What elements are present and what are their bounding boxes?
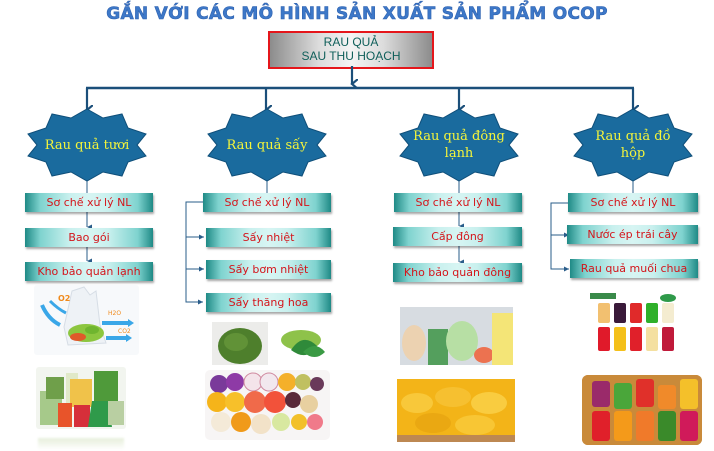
step-frozen-storage: Kho bảo quản đông xyxy=(393,263,522,282)
image-frozen-vegetables-bags xyxy=(400,307,513,365)
category-frozen-produce: Rau quả đông lạnh xyxy=(397,108,521,182)
h2o-label: H2O xyxy=(108,310,121,317)
root-label-line1: RAU QUẢ xyxy=(323,35,379,49)
step-heat-drying: Sấy nhiệt xyxy=(206,228,331,247)
starburst-shape-icon xyxy=(207,108,327,182)
category-fresh-produce: Rau quả tươi xyxy=(25,108,149,182)
step-preprocess-frozen: Sơ chế xử lý NL xyxy=(394,193,522,212)
category-label-line1: Rau quả đông xyxy=(413,129,505,144)
diagram-title: GẮN VỚI CÁC MÔ HÌNH SẢN XUẤT SẢN PHẨM OC… xyxy=(106,4,608,25)
step-preprocess-canned: Sơ chế xử lý NL xyxy=(568,193,698,212)
image-packaged-vegetables xyxy=(36,367,126,429)
category-label: Rau quả sấy xyxy=(226,137,308,153)
starburst-shape-icon xyxy=(573,108,693,182)
category-label-line2: hộp xyxy=(620,146,646,161)
step-preprocess-fresh: Sơ chế xử lý NL xyxy=(25,193,153,212)
step-preprocess-dried: Sơ chế xử lý NL xyxy=(203,193,331,212)
category-label: Rau quả tươi xyxy=(44,137,130,153)
image-green-powder-leaves xyxy=(273,322,329,364)
starburst-shape-icon xyxy=(399,108,519,182)
step-packaging: Bao gói xyxy=(25,228,153,247)
image-dried-green-powder xyxy=(212,322,268,365)
category-label-line1: Rau quả đồ xyxy=(595,129,671,144)
category-canned-produce: Rau quả đồ hộp xyxy=(571,108,695,182)
category-label: Rau quả đồ hộp xyxy=(571,108,695,182)
image-dried-fruit-slices xyxy=(205,370,330,440)
step-pickled-produce: Rau quả muối chua xyxy=(570,259,698,278)
image-bottled-fruit-juices xyxy=(590,293,686,355)
category-dried-produce: Rau quả sấy xyxy=(205,108,329,182)
category-label-line2: lạnh xyxy=(444,146,474,161)
step-fruit-juice: Nước ép trái cây xyxy=(567,225,698,244)
image-frozen-jackfruit xyxy=(397,379,515,442)
root-label-line2: SAU THU HOẠCH xyxy=(301,49,401,63)
image-fresh-produce-bag: O2 H2O CO2 xyxy=(34,285,139,355)
image-pickled-vegetables-jars xyxy=(582,375,702,445)
o2-label: O2 xyxy=(58,294,70,303)
category-label: Rau quả đông lạnh xyxy=(397,108,521,182)
step-heat-pump-drying: Sấy bơm nhiệt xyxy=(206,260,331,279)
step-cold-storage: Kho bảo quản lạnh xyxy=(25,262,153,281)
step-quick-freezing: Cấp đông xyxy=(393,227,522,246)
image-reflection xyxy=(38,438,124,450)
co2-label: CO2 xyxy=(118,328,131,335)
starburst-shape-icon xyxy=(27,108,147,182)
step-freeze-drying: Sấy thăng hoa xyxy=(206,293,331,312)
